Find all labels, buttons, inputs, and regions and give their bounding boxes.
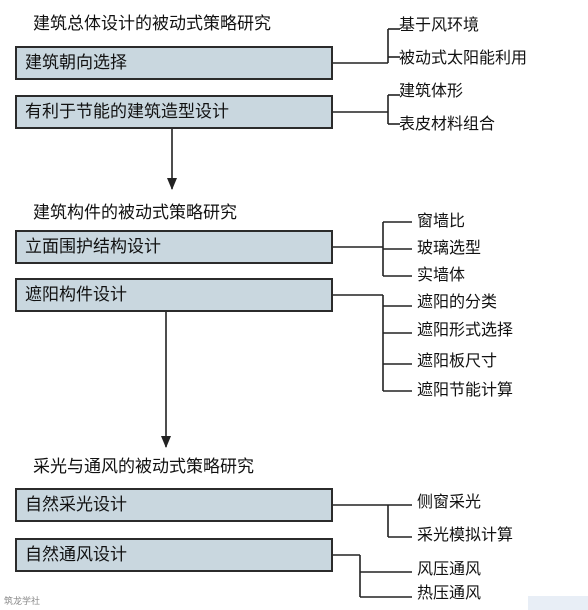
box-daylighting: 自然采光设计	[15, 488, 333, 522]
box-envelope: 立面围护结构设计	[15, 230, 333, 264]
item-wind-pressure: 风压通风	[417, 559, 482, 578]
corner-patch	[528, 596, 588, 610]
box-shading: 遮阳构件设计	[15, 278, 333, 312]
box-ventilation: 自然通风设计	[15, 538, 333, 572]
item-shading-size: 遮阳板尺寸	[417, 351, 498, 370]
box-form-design: 有利于节能的建筑造型设计	[15, 95, 333, 129]
item-side-window-lighting: 侧窗采光	[417, 492, 482, 511]
item-glass-selection: 玻璃选型	[417, 238, 482, 257]
item-thermal-pressure: 热压通风	[417, 583, 482, 602]
item-shading-types: 遮阳的分类	[417, 292, 498, 311]
item-solid-wall: 实墙体	[417, 265, 466, 284]
item-building-shape: 建筑体形	[399, 81, 464, 100]
section-title-components: 建筑构件的被动式策略研究	[33, 203, 237, 223]
item-passive-solar: 被动式太阳能利用	[399, 48, 528, 67]
item-window-wall-ratio: 窗墙比	[417, 211, 466, 230]
box-orientation: 建筑朝向选择	[15, 46, 333, 80]
item-lighting-simulation: 采光模拟计算	[417, 525, 514, 544]
item-skin-materials: 表皮材料组合	[399, 114, 496, 133]
watermark: 筑龙学社	[4, 597, 41, 607]
section-title-lighting-ventilation: 采光与通风的被动式策略研究	[33, 457, 254, 477]
item-shading-energy: 遮阳节能计算	[417, 380, 514, 399]
item-wind-environment: 基于风环境	[399, 15, 480, 34]
section-title-overall: 建筑总体设计的被动式策略研究	[33, 14, 271, 34]
item-shading-form: 遮阳形式选择	[417, 320, 514, 339]
